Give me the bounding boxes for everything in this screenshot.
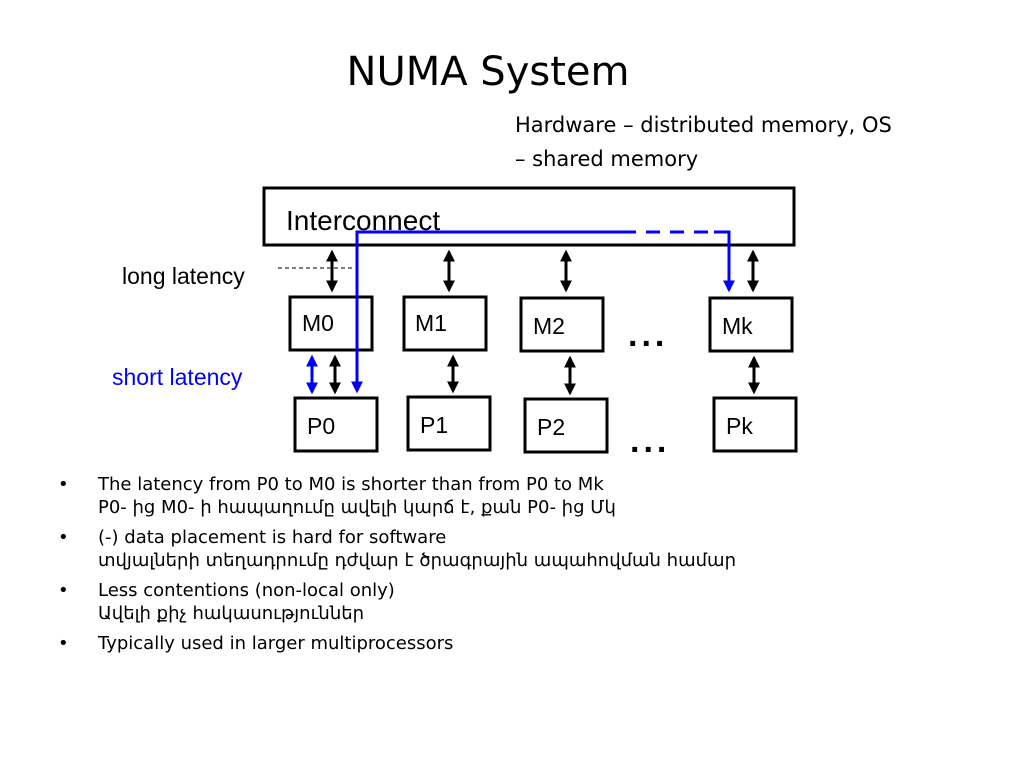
- memory-node-mk: Mk: [708, 296, 794, 353]
- slide-subtitle: Hardware – distributed memory, OS – shar…: [515, 108, 975, 176]
- memory-node-label: Mk: [722, 313, 753, 339]
- bullet-icon: •: [58, 580, 69, 601]
- short-latency-label: short latency: [112, 364, 243, 390]
- bullet-text-translation: Ավելի քիչ հակասություններ: [98, 603, 365, 624]
- subtitle-line: Hardware – distributed memory, OS: [515, 113, 892, 137]
- bullet-item: • (-) data placement is hard for softwar…: [58, 526, 958, 572]
- processor-node-p0: P0: [293, 396, 379, 453]
- processor-node-p1: P1: [406, 395, 492, 452]
- bullet-list: • The latency from P0 to M0 is shorter t…: [58, 473, 958, 662]
- ellipsis-processor: ...: [630, 422, 670, 460]
- bullet-text-translation: տվյալների տեղադրումը դժվար է ծրագրային ա…: [98, 550, 736, 571]
- processor-node-p2: P2: [523, 397, 609, 454]
- memory-node-label: M2: [533, 313, 565, 339]
- subtitle-line: – shared memory: [515, 147, 699, 171]
- long-latency-path: [351, 230, 735, 394]
- memory-node-m1: M1: [402, 295, 488, 352]
- memory-node-label: M1: [415, 310, 447, 336]
- bullet-text: The latency from P0 to M0 is shorter tha…: [98, 474, 604, 495]
- interconnect-bus: Interconnect: [262, 186, 796, 247]
- slide-title: NUMA System: [346, 49, 630, 95]
- bullet-item: • The latency from P0 to M0 is shorter t…: [58, 473, 958, 519]
- bullet-icon: •: [58, 633, 69, 654]
- processor-node-pk: Pk: [712, 396, 798, 453]
- bullet-icon: •: [58, 527, 69, 548]
- bullet-text: Less contentions (non-local only): [98, 580, 395, 601]
- bullet-text: Typically used in larger multiprocessors: [98, 633, 454, 654]
- processor-node-label: Pk: [726, 413, 753, 439]
- processor-node-label: P1: [420, 412, 448, 438]
- ellipsis-memory: ...: [628, 316, 668, 354]
- long-latency-label: long latency: [122, 263, 245, 289]
- bullet-text: (-) data placement is hard for software: [98, 527, 447, 548]
- bullet-icon: •: [58, 474, 69, 495]
- processor-node-label: P0: [307, 413, 335, 439]
- memory-node-label: M0: [302, 310, 334, 336]
- bullet-item: • Typically used in larger multiprocesso…: [58, 632, 958, 655]
- memory-node-m0: M0: [288, 295, 374, 352]
- bullet-item: • Less contentions (non-local only) Ավել…: [58, 579, 958, 625]
- processor-node-label: P2: [537, 414, 565, 440]
- bullet-text-translation: P0- ից M0- ի հապաղումը ավելի կարճ է, քան…: [98, 497, 616, 518]
- memory-node-m2: M2: [519, 296, 605, 353]
